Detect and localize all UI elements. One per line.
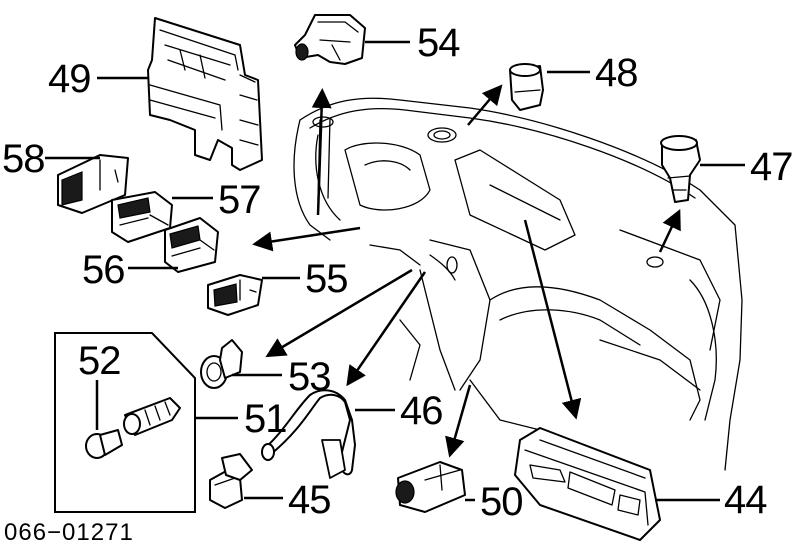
part-53-socket <box>200 339 243 389</box>
part-47-clip <box>660 135 701 203</box>
label-51: 51 <box>244 397 287 441</box>
label-52: 52 <box>78 339 121 383</box>
label-58: 58 <box>2 137 45 181</box>
part-55-switch <box>207 274 263 316</box>
part-45-sensor <box>209 453 253 509</box>
reference-code: 066−01271 <box>4 519 134 546</box>
part-52-connector <box>85 397 181 459</box>
part-54-switch <box>294 14 366 65</box>
part-49-bracket <box>147 17 263 171</box>
label-53: 53 <box>288 355 331 399</box>
part-58-switch <box>57 154 129 214</box>
label-57: 57 <box>218 178 261 222</box>
part-57-switch <box>111 191 173 243</box>
label-50: 50 <box>480 480 523 524</box>
part-50-sensor <box>395 461 466 513</box>
part-51-box <box>54 332 196 513</box>
label-47: 47 <box>750 145 793 189</box>
label-49: 49 <box>48 57 91 101</box>
part-48-button <box>509 63 544 111</box>
label-44: 44 <box>724 478 767 522</box>
label-55: 55 <box>305 257 348 301</box>
part-56-switch <box>164 217 219 273</box>
label-56: 56 <box>82 248 125 292</box>
dashboard-assembly <box>293 97 743 471</box>
label-54: 54 <box>417 21 460 65</box>
leader-lines <box>45 40 745 502</box>
label-48: 48 <box>595 51 638 95</box>
pointer-arrows <box>252 84 681 458</box>
part-labels: 54 48 49 58 57 56 55 47 52 51 53 46 45 5… <box>2 21 794 546</box>
label-45: 45 <box>288 478 331 522</box>
part-46-hose <box>261 389 356 479</box>
part-44-control-panel <box>514 427 661 541</box>
label-46: 46 <box>400 389 443 433</box>
